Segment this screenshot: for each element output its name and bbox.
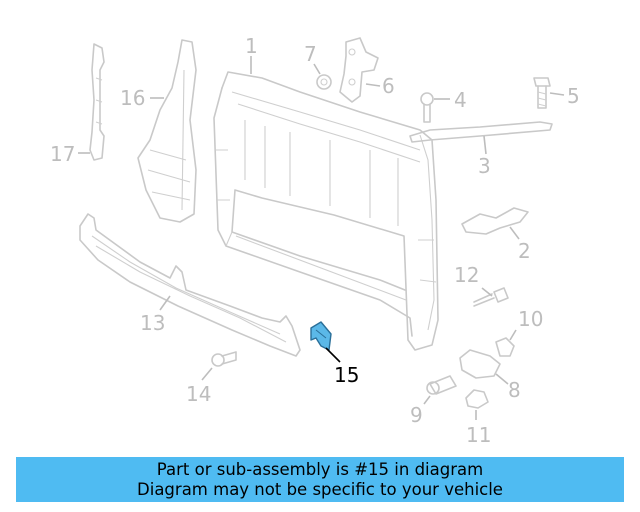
part-14-bolt <box>211 351 237 367</box>
leader-lines <box>78 56 565 420</box>
banner-line-part: Part or sub-assembly is #15 in diagram <box>156 460 484 479</box>
part-11-clip <box>465 389 489 409</box>
part-10-clip <box>495 337 515 357</box>
part-4-bolt <box>420 92 434 123</box>
callout-10: 10 <box>518 307 543 331</box>
callout-7: 7 <box>304 42 317 66</box>
part-6-bracket <box>339 37 379 103</box>
part-5-bolt <box>533 77 551 109</box>
callout-13: 13 <box>140 311 165 335</box>
part-3-stay <box>409 121 553 143</box>
part-16-deflector <box>137 39 197 223</box>
callout-9: 9 <box>410 403 423 427</box>
part-17-bracket <box>89 43 105 161</box>
info-banner: Part or sub-assembly is #15 in diagram D… <box>16 457 624 502</box>
part-15-highlighted[interactable] <box>310 321 332 351</box>
callout-15: 15 <box>334 363 359 387</box>
callout-11: 11 <box>466 423 491 447</box>
callout-2: 2 <box>518 239 531 263</box>
callout-3: 3 <box>478 154 491 178</box>
part-9-bolt <box>426 375 457 395</box>
part-8-bracket <box>459 349 501 379</box>
callout-8: 8 <box>508 378 521 402</box>
part-2-bracket <box>461 207 529 235</box>
part-7-clip <box>316 74 332 90</box>
callout-1: 1 <box>245 34 258 58</box>
parts-diagram: 1 2 3 4 5 6 7 8 9 10 11 12 13 14 15 16 1… <box>50 34 580 447</box>
callout-14: 14 <box>186 382 211 406</box>
banner-line-disclaimer: Diagram may not be specific to your vehi… <box>137 480 503 499</box>
part-12-pin <box>473 287 509 307</box>
callout-5: 5 <box>567 84 580 108</box>
part-1-radiator-support <box>213 71 439 351</box>
callout-17: 17 <box>50 142 75 166</box>
callout-16: 16 <box>120 86 145 110</box>
callout-12: 12 <box>454 263 479 287</box>
callout-6: 6 <box>382 74 395 98</box>
part-13-lower-deflector <box>79 213 301 357</box>
callout-4: 4 <box>454 88 467 112</box>
